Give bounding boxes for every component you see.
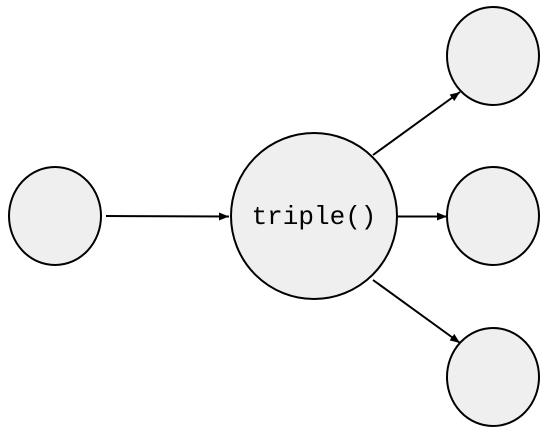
input-node: [8, 166, 102, 266]
edge-function-to-output-bottom: [372, 279, 461, 344]
function-node: [230, 132, 398, 300]
output-node-middle: [446, 166, 540, 266]
edge-input-to-function: [105, 212, 230, 221]
output-node-bottom: [446, 327, 540, 427]
edge-function-to-output-top: [372, 91, 461, 156]
function-node-label: triple(): [252, 202, 377, 232]
output-node-top: [446, 6, 540, 106]
